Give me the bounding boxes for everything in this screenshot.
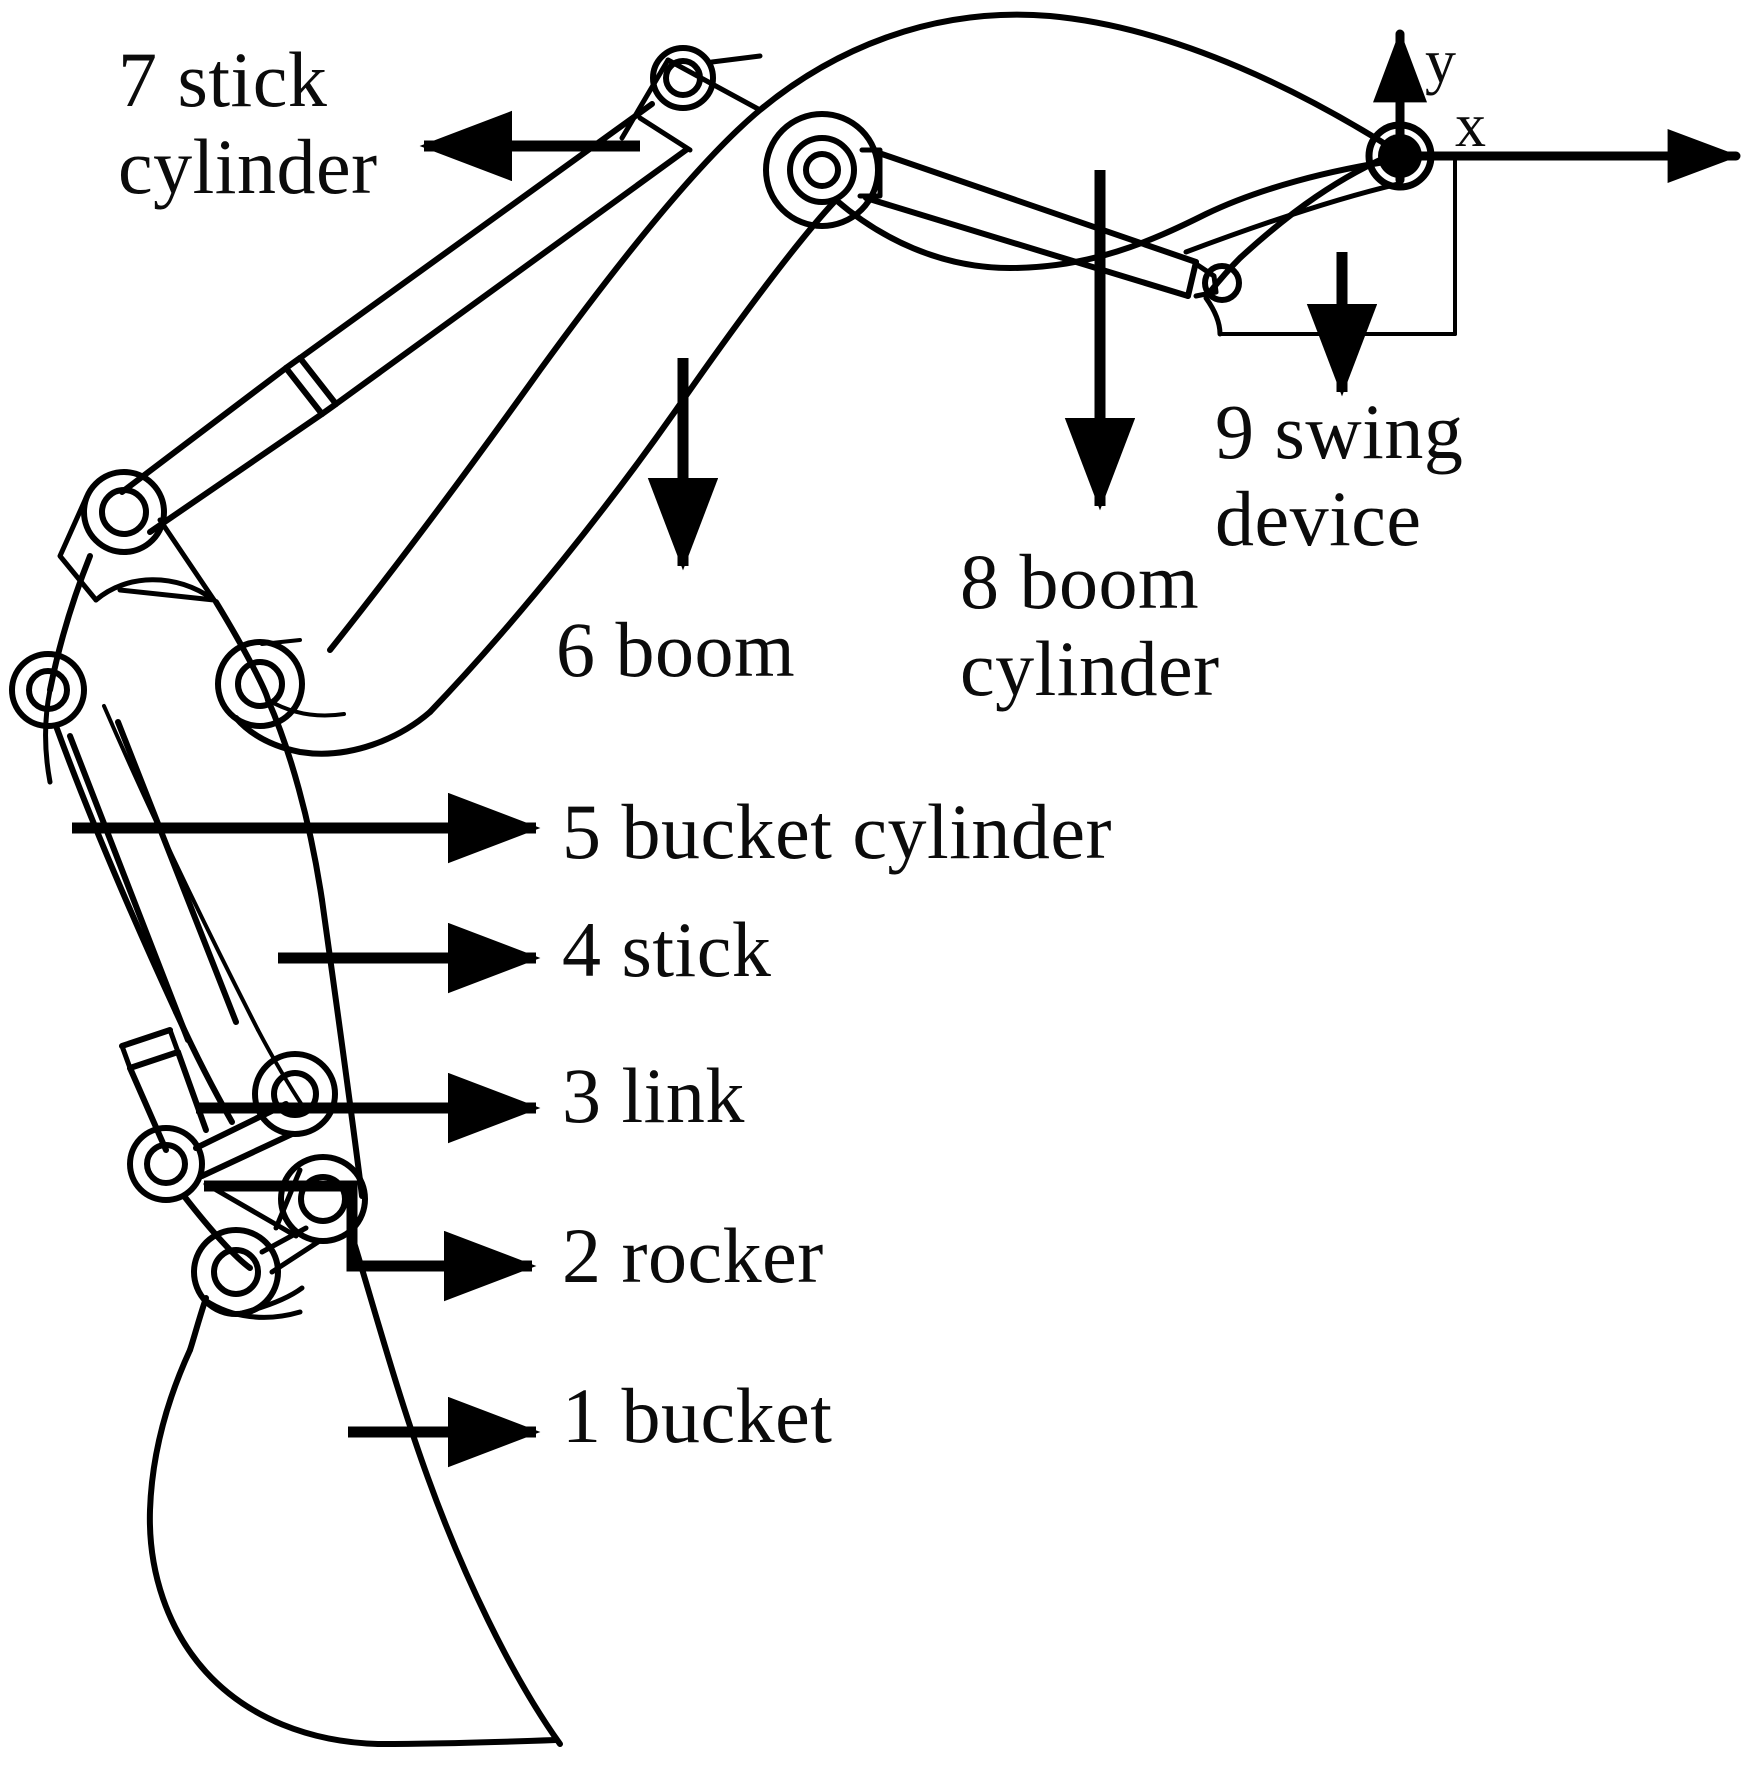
label-axis-y: y xyxy=(1425,28,1457,96)
label-link: 3 link xyxy=(562,1052,745,1139)
label-rocker: 2 rocker xyxy=(562,1212,824,1299)
label-stick-cylinder: 7 stick cylinder xyxy=(118,36,378,211)
label-stick: 4 stick xyxy=(562,906,772,993)
label-bucket: 1 bucket xyxy=(562,1372,833,1459)
boom-cylinder-upper-pivot xyxy=(763,111,883,229)
stick-cylinder xyxy=(119,101,689,535)
rocker-member xyxy=(181,1167,321,1275)
bucket-outline xyxy=(146,1233,563,1747)
linkage-pivots xyxy=(127,1051,368,1317)
boom-upper-joint xyxy=(619,45,763,153)
stick-detail-lines xyxy=(260,638,346,718)
label-boom-cylinder: 8 boom cylinder xyxy=(960,538,1220,713)
callout-arrow-rocker xyxy=(204,1180,537,1302)
coordinate-axes xyxy=(1373,29,1741,185)
stick-cylinder-foot-pivot xyxy=(9,651,87,729)
swing-device-body xyxy=(1183,149,1457,336)
stick-upper-pivot xyxy=(57,469,217,603)
stick-boom-pivot xyxy=(215,639,305,729)
label-bucket-cylinder: 5 bucket cylinder xyxy=(562,788,1112,875)
label-boom: 6 boom xyxy=(556,606,796,693)
boom-cylinder xyxy=(863,149,1242,337)
label-swing-device: 9 swing device xyxy=(1215,388,1464,563)
label-axis-x: x xyxy=(1455,92,1487,160)
link-member xyxy=(193,1101,295,1179)
bucket-cylinder xyxy=(67,719,239,1153)
